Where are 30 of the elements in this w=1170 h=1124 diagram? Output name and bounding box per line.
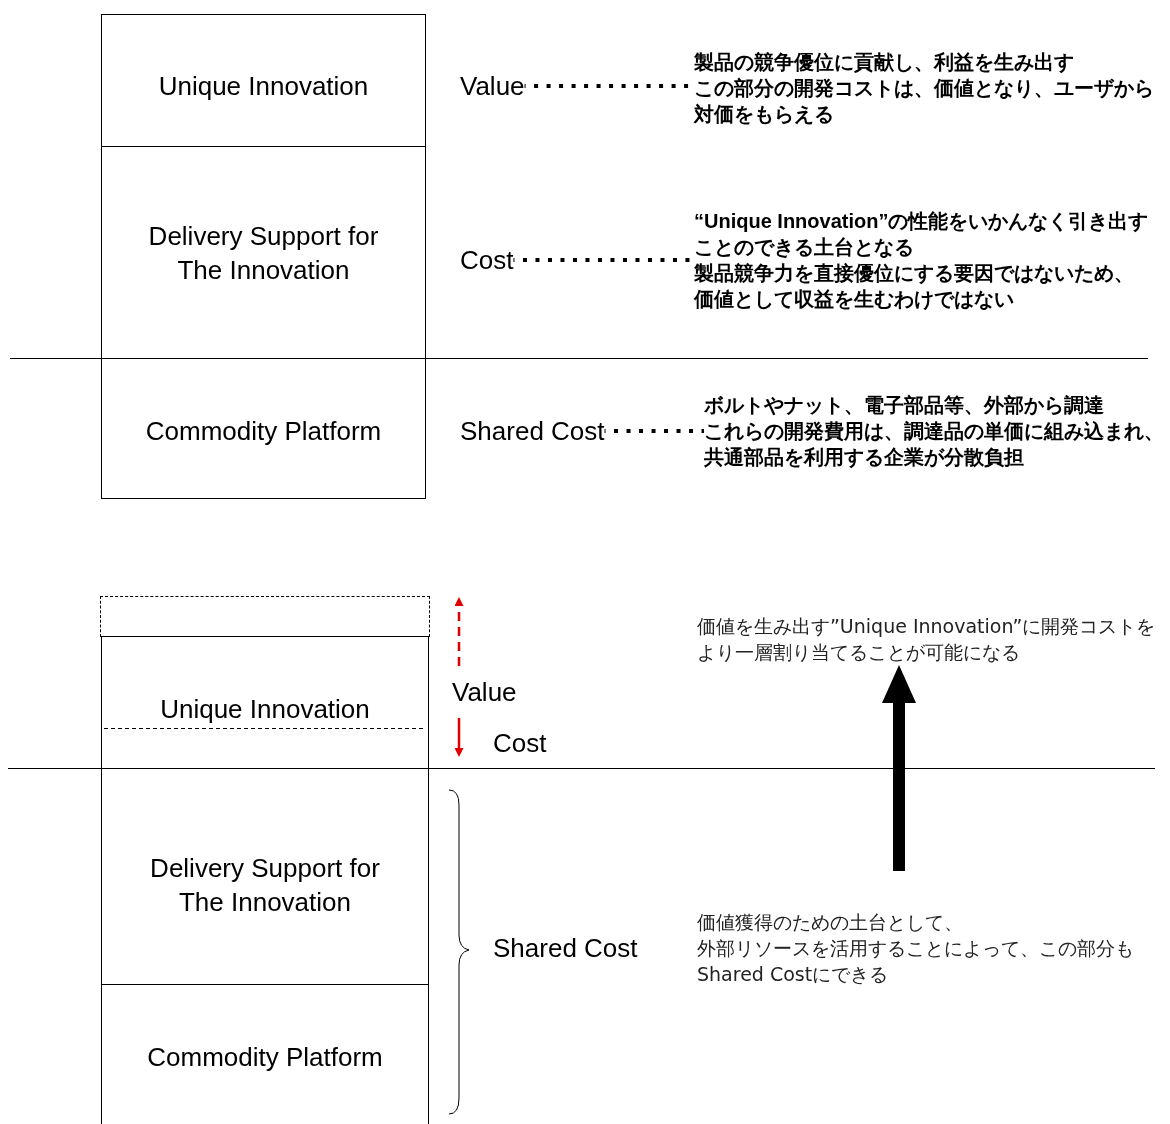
box-label: Commodity Platform: [147, 1041, 383, 1074]
arrow: [882, 665, 916, 871]
term-label: Shared Cost: [460, 416, 605, 446]
note-text: 価値を生み出す”Unique Innovation”に開発コストをより一層割り当てることが可能になる: [697, 613, 1170, 665]
term-label: Cost: [493, 728, 547, 758]
term-label: Value: [460, 71, 525, 101]
note-text: 価値獲得のための土台として、: [697, 910, 964, 935]
layer-box: [101, 358, 426, 499]
note-text: この部分の開発コストは、価値となり、ユーザから対価をもらえる: [694, 76, 1155, 127]
term-label: Cost: [460, 245, 514, 275]
note-text: 製品の競争優位に貢献し、利益を生み出す: [694, 50, 1075, 75]
box-label: Unique Innovation: [160, 693, 370, 726]
note-text: ボルトやナット、電子部品等、外部から調達: [704, 393, 1105, 418]
note-text: “Unique Innovation”の性能をいかんなく引き出すことのできる土台となる: [694, 209, 1150, 260]
note-text: これらの開発費用は、調達品の単価に組み込まれ、共通部品を利用する企業が分散負担: [704, 419, 1165, 470]
note-text: 外部リソースを活用することによって、この部分もShared Costにできる: [697, 936, 1135, 987]
layer-box: [101, 984, 429, 1124]
term-label: Shared Cost: [493, 933, 638, 963]
layer-box: [101, 14, 426, 147]
box-label: Unique Innovation: [158, 70, 369, 103]
term-label: Value: [452, 677, 517, 707]
layer-box: [101, 636, 429, 769]
layer-box: [101, 768, 429, 985]
box-label: Delivery Support for The Innovation: [149, 852, 381, 919]
box-label: Delivery Support for The Innovation: [147, 220, 380, 287]
dashed-box: [100, 596, 430, 637]
note-text: 製品競争力を直接優位にする要因ではないため、価値として収益を生むわけではない: [694, 261, 1135, 312]
layer-box: [101, 146, 426, 359]
box-label: Commodity Platform: [145, 415, 382, 448]
dotted-leader: [604, 429, 704, 433]
